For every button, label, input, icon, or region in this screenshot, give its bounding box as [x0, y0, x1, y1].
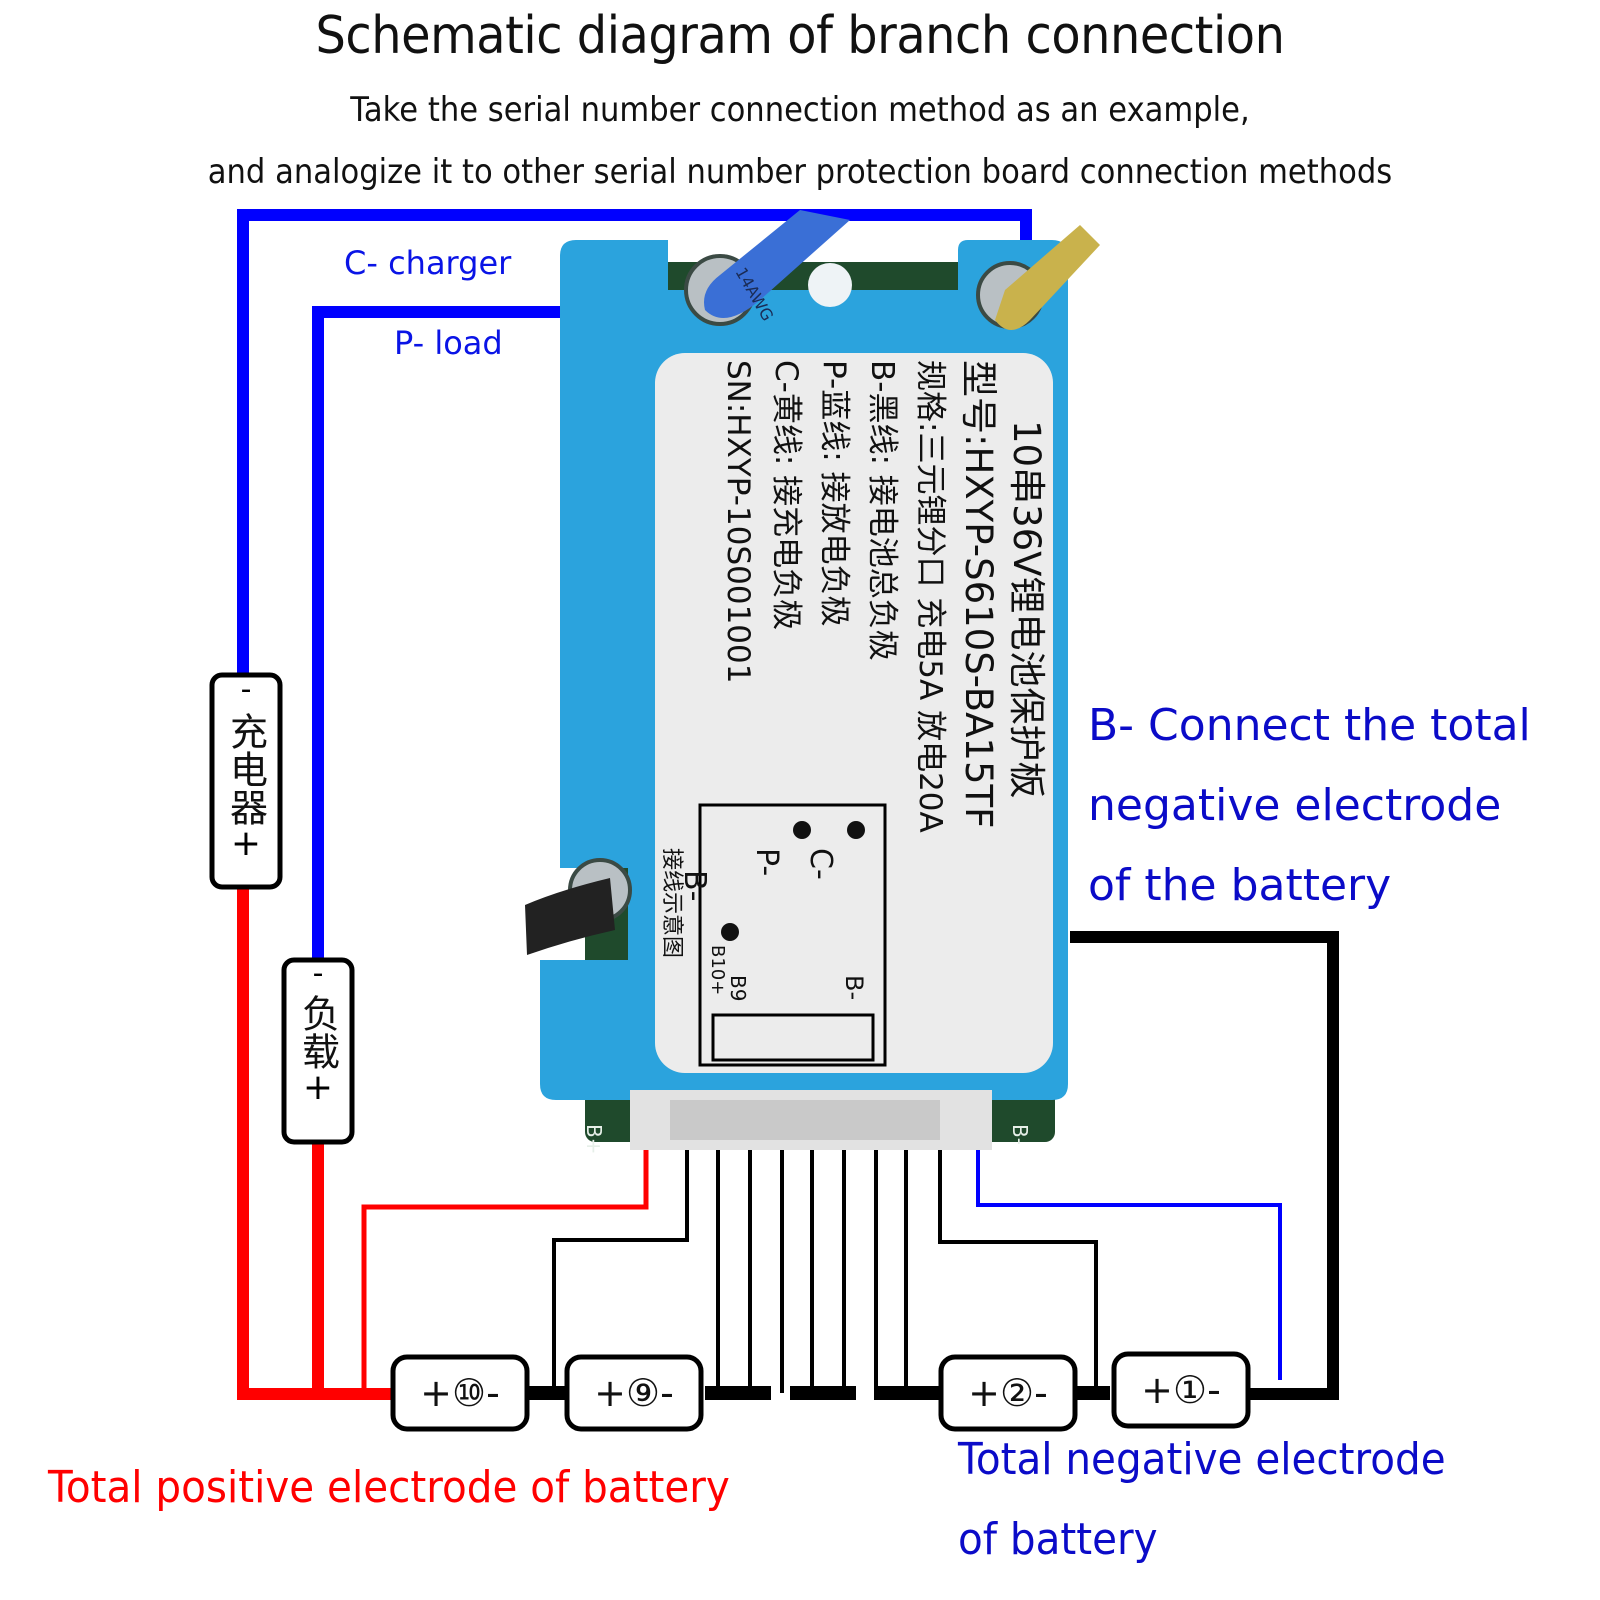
load-text: 负载 [295, 994, 340, 1070]
board-label-line-2: 型号:HXYP-S610S-BA15TF [957, 360, 1000, 829]
board-label-line-5: P-蓝线: 接放电负极 [816, 360, 852, 627]
diagram-caption: 接线示意图 [659, 848, 684, 959]
charger-component: - 充电器 + [212, 672, 280, 886]
cell-9-minus: - [660, 1371, 674, 1415]
cell-1: +①- [1114, 1357, 1248, 1423]
cell-9-plus: + [594, 1371, 627, 1415]
bminus-annotation-line-3: of the battery [1088, 860, 1392, 911]
bminus-annotation-line-2: negative electrode [1088, 780, 1502, 831]
load-component: - 负载 + [284, 956, 352, 1140]
total-negative-line-2: of battery [958, 1514, 1158, 1565]
pin-label-b9: B9 [726, 975, 750, 1002]
cell-9-number: ⑨ [626, 1371, 661, 1415]
subtitle-line-2: and analogize it to other serial number … [207, 152, 1393, 192]
total-negative-line-1: Total negative electrode [958, 1434, 1446, 1485]
cell-1-minus: - [1207, 1368, 1221, 1412]
cell-2-minus: - [1034, 1371, 1048, 1415]
cell-1-plus: + [1141, 1368, 1174, 1412]
pin-label-c-minus: C- [803, 848, 838, 880]
cell-2-plus: + [968, 1371, 1001, 1415]
subtitle-line-1: Take the serial number connection method… [350, 90, 1250, 130]
charger-minus: - [240, 672, 252, 707]
pad-label-bplus: B+ [582, 1124, 606, 1155]
bminus-main-wire [1070, 931, 1339, 1400]
bminus-annotation-line-1: B- Connect the total [1088, 700, 1531, 751]
load-plus: + [302, 1067, 334, 1108]
cell-2: +②- [941, 1360, 1075, 1426]
cell-1-number: ① [1173, 1368, 1208, 1412]
pin-label-b-minus-right: B- [840, 975, 868, 1001]
load-box [281, 957, 355, 1145]
protection-board [525, 210, 1100, 1150]
cell-2-number: ② [1000, 1371, 1035, 1415]
charger-box [209, 672, 283, 890]
bminus-balance-wire [976, 1113, 1282, 1380]
cell-10: +⑩- [393, 1360, 527, 1426]
bplus-balance-wire [361, 1110, 649, 1394]
total-positive-label: Total positive electrode of battery [48, 1462, 730, 1513]
board-label-line-3: 规格:三元锂分口 充电5A 放电20A [912, 360, 948, 833]
pin-label-p-minus: P- [749, 848, 784, 877]
cell-10-plus: + [420, 1371, 453, 1415]
load-minus: - [312, 956, 324, 991]
load-wire-label: P- load [394, 324, 503, 362]
bminus-annotation: B- Connect the total negative electrode … [1088, 686, 1531, 926]
cell-10-number: ⑩ [452, 1371, 487, 1415]
board-label-line-1: 10串36V锂电池保护板 [1005, 420, 1048, 799]
balance-wires [552, 1112, 1098, 1393]
board-label-line-6: C-黄线: 接充电负极 [768, 360, 804, 631]
diagram-title: Schematic diagram of branch connection [315, 6, 1285, 66]
charger-positive-wire [237, 880, 400, 1400]
cell-boxes [390, 1351, 1251, 1432]
cell-10-minus: - [486, 1371, 500, 1415]
pin-label-b10: B10+ [707, 945, 728, 996]
charger-plus: + [230, 823, 262, 864]
pad-label-bminus: B- [1008, 1124, 1032, 1145]
charger-wire-label: C- charger [344, 244, 512, 282]
charger-text: 充电器 [223, 712, 268, 826]
load-negative-wire [312, 306, 560, 968]
total-negative-label: Total negative electrode of battery [958, 1420, 1446, 1580]
board-label-line-4: B-黑线: 接电池总负极 [864, 360, 900, 661]
cell-9: +⑨- [567, 1360, 701, 1426]
